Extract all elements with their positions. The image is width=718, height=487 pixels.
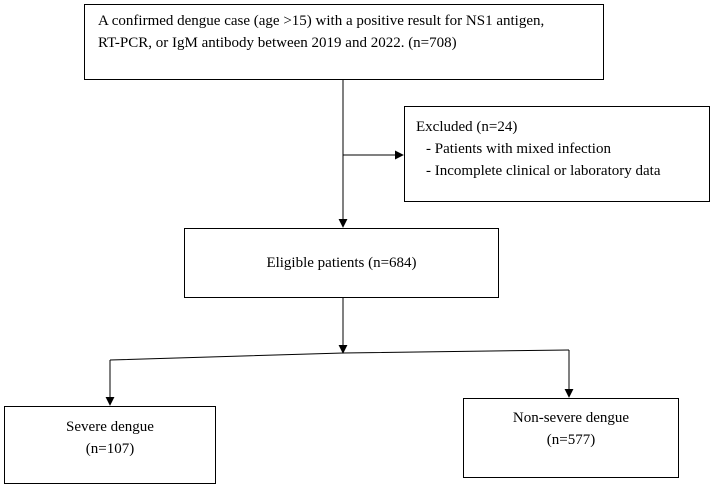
inclusion-text-line2: RT-PCR, or IgM antibody between 2019 and… <box>98 35 457 51</box>
eligible-label: Eligible patients (n=684) <box>266 255 417 271</box>
split-line <box>109 349 570 361</box>
inclusion-box: A confirmed dengue case (age >15) with a… <box>84 4 604 80</box>
severe-label: Severe dengue <box>66 419 154 435</box>
severe-count: (n=107) <box>85 441 135 457</box>
nonsevere-dengue-box: Non-severe dengue (n=577) <box>463 398 679 478</box>
severe-dengue-box: Severe dengue (n=107) <box>4 406 216 484</box>
nonsevere-label: Non-severe dengue <box>512 410 630 426</box>
excluded-title: Excluded (n=24) <box>416 119 518 135</box>
inclusion-text-line1: A confirmed dengue case (age >15) with a… <box>98 13 545 29</box>
excluded-item-incomplete-data: - Incomplete clinical or laboratory data <box>426 163 661 179</box>
nonsevere-count: (n=577) <box>546 432 596 448</box>
eligible-box: Eligible patients (n=684) <box>184 228 499 298</box>
excluded-item-mixed-infection: - Patients with mixed infection <box>426 141 611 157</box>
excluded-box: Excluded (n=24) - Patients with mixed in… <box>404 106 710 202</box>
